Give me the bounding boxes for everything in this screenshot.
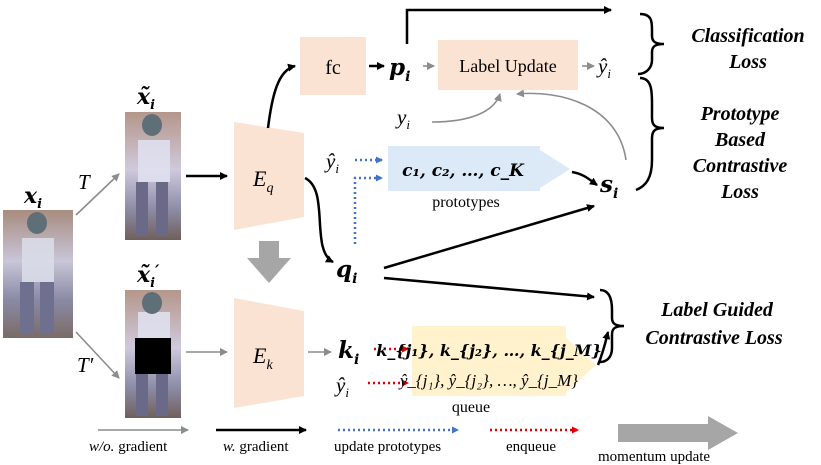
label-fc: fc [325, 57, 341, 79]
prototype-loss-line3: Contrastive [693, 155, 788, 177]
label-E-k: Ek [252, 343, 273, 373]
prototype-loss-line1: Prototype [700, 103, 780, 125]
brace-prototype [635, 76, 665, 192]
label-x-tilde-i: 𝒙̃i [136, 84, 155, 113]
label-guided-loss-line2: Contrastive Loss [645, 327, 782, 349]
queue-labels: ŷ_{j₁}, ŷ_{j₂}, …, ŷ_{j_M} [398, 371, 578, 390]
brace-label-guided [599, 288, 625, 364]
classification-loss-line1: Classification [691, 25, 804, 47]
label-yhat-mid: ŷi [324, 149, 339, 176]
legend: w/o. gradient w. gradient update prototy… [89, 416, 738, 465]
augmented-image-x-tilde [125, 112, 181, 240]
prototype-loss-line2: Based [714, 129, 766, 151]
label-T-prime: T′ [77, 353, 94, 377]
arrow-q-to-s [383, 204, 595, 270]
arrow-Eq-to-fc [266, 63, 296, 129]
erased-patch [135, 338, 171, 374]
legend-w-gradient-label: w. gradient [223, 439, 289, 455]
classification-loss-line2: Loss [728, 51, 767, 73]
augmented-image-x-tilde-prime [125, 290, 181, 418]
label-y-i: yi [395, 105, 410, 132]
label-q-i: 𝒒i [336, 256, 357, 287]
queue-caption: queue [452, 399, 490, 416]
fc-box [300, 37, 366, 95]
label-s-i: 𝒔i [599, 171, 618, 202]
prototypes-caption: prototypes [432, 194, 500, 211]
label-yhat-bottom: ŷi [334, 373, 349, 400]
blue-dotted-q-to-prototypes [353, 174, 383, 244]
queue-box [412, 326, 596, 396]
arrow-s-to-label-update [516, 89, 627, 161]
legend-wo-gradient-label: w/o. gradient [89, 439, 168, 455]
brace-classification [637, 12, 665, 76]
momentum-update-arrow [247, 241, 291, 283]
prototypes-box [388, 146, 570, 191]
queue-keys: 𝒌_{j₁}, 𝒌_{j₂}, …, 𝒌_{j_M} [376, 341, 602, 360]
label-guided-loss-line1: Label Guided [660, 299, 774, 321]
label-x-i: 𝒙i [23, 183, 42, 212]
arrow-queue-to-label-guided-loss [596, 331, 611, 366]
label-E-q: Eq [252, 166, 273, 196]
arrow-y-to-label-update [431, 93, 502, 123]
label-k-i: 𝒌i [338, 337, 359, 368]
legend-momentum-label: momentum update [598, 449, 710, 465]
query-encoder-shape [234, 122, 304, 230]
label-update-box [438, 40, 578, 90]
arrow-q-to-label-guided-loss [383, 276, 595, 301]
label-x-tilde-i-prime: 𝒙̃i′ [136, 261, 160, 291]
label-yhat-top: ŷi [596, 54, 611, 81]
prototype-loss-line4: Loss [720, 181, 759, 203]
transform-t-prime-arrow [75, 331, 120, 379]
transform-t-arrow [75, 173, 120, 216]
label-T: T [78, 170, 91, 194]
arrow-prototypes-to-s [571, 170, 598, 187]
arrow-Eq-to-q [304, 176, 334, 264]
prototypes-list: 𝒄₁, 𝒄₂, …, 𝒄_K [402, 161, 525, 181]
label-update-text: Label Update [459, 56, 556, 76]
key-encoder-shape [234, 298, 304, 408]
legend-momentum-arrow [618, 416, 738, 450]
legend-enqueue-label: enqueue [506, 439, 556, 455]
input-image-x [3, 210, 73, 338]
arrow-p-to-classification-loss [405, 6, 612, 44]
label-p-i: 𝒑i [389, 54, 410, 85]
legend-update-prototypes-label: update prototypes [334, 439, 441, 455]
